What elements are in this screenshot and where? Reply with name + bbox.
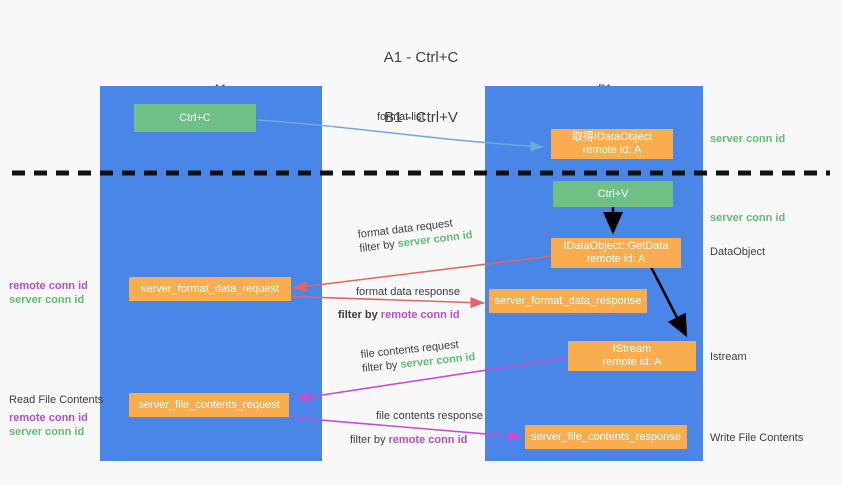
filter-by-text-3: filter by [361,358,402,375]
box-server-file-contents-response[interactable]: server_file_contents_response [525,425,687,449]
side-label-read-file-contents: Read File Contents [9,394,104,406]
filter-by-text-2: filter by [338,309,381,321]
box-server-format-data-request[interactable]: server_format_data_request [129,277,291,301]
box-ctrl-c-line1: Ctrl+C [179,111,211,124]
edge-label-format-data-response: format data response filter by remote co… [338,285,460,322]
box-ctrl-c[interactable]: Ctrl+C [134,104,256,132]
side-label-istream: Istream [710,351,747,363]
box-ctrl-v[interactable]: Ctrl+V [553,181,673,207]
side-label-server-conn-id-3: server conn id [9,294,85,306]
side-label-conn-ids-bottom: remote conn id server conn id [9,411,88,439]
edge-label-file-contents-response-text: file contents response [376,410,484,422]
side-label-server-conn-id-2: server conn id [710,212,786,224]
remote-conn-id-text-2: remote conn id [388,434,468,446]
side-label-remote-conn-id-1: remote conn id [9,280,88,292]
filter-by-text-1: filter by [358,238,399,255]
box-server-format-data-response[interactable]: server_format_data_response [489,289,647,313]
edge-label-format-list: format list [377,111,425,123]
edge-label-file-contents-request: file contents request filter by server c… [360,336,476,376]
box-server-format-data-response-line1: server_format_data_response [494,294,642,307]
side-label-conn-ids-top: remote conn id server conn id [9,279,88,307]
box-server-file-contents-request-line1: server_file_contents_request [138,398,280,411]
box-istream-line1: IStream [612,343,652,355]
box-get-idataobject-line1: 取得IDataObject [571,131,653,143]
box-idataobject-getdata-line1: IDataObject::GetData [563,240,669,252]
side-label-write-file-contents: Write File Contents [710,432,804,444]
box-istream[interactable]: IStream remote id: A [568,341,696,371]
box-istream-line2: remote id: A [602,356,662,368]
edge-label-format-data-response-filter: filter by remote conn id [338,308,460,322]
edge-label-file-contents-response-filter: filter by remote conn id [350,433,483,447]
side-label-server-conn-id-1: server conn id [710,133,786,145]
edge-label-format-data-request: format data request filter by server con… [357,214,473,256]
remote-conn-id-text-1: remote conn id [380,309,460,321]
box-server-file-contents-response-line1: server_file_contents_response [531,430,681,443]
box-server-format-data-request-line1: server_format_data_request [140,282,280,295]
filter-by-text-4: filter by [350,434,389,446]
title-line-1: A1 - Ctrl+C [383,49,459,66]
side-label-dataobject: DataObject [710,246,766,258]
side-label-server-conn-id-4: server conn id [9,426,85,438]
box-get-idataobject[interactable]: 取得IDataObject remote id: A [551,129,673,159]
box-ctrl-v-line1: Ctrl+V [597,187,629,200]
edge-label-file-contents-response: file contents response filter by remote … [350,409,484,447]
box-server-file-contents-request[interactable]: server_file_contents_request [129,393,289,417]
box-idataobject-getdata[interactable]: IDataObject::GetData remote id: A [551,238,681,268]
side-label-remote-conn-id-2: remote conn id [9,412,88,424]
edge-label-format-data-response-text: format data response [356,286,460,298]
box-idataobject-getdata-line2: remote id: A [586,253,646,265]
box-get-idataobject-line2: remote id: A [582,144,642,156]
